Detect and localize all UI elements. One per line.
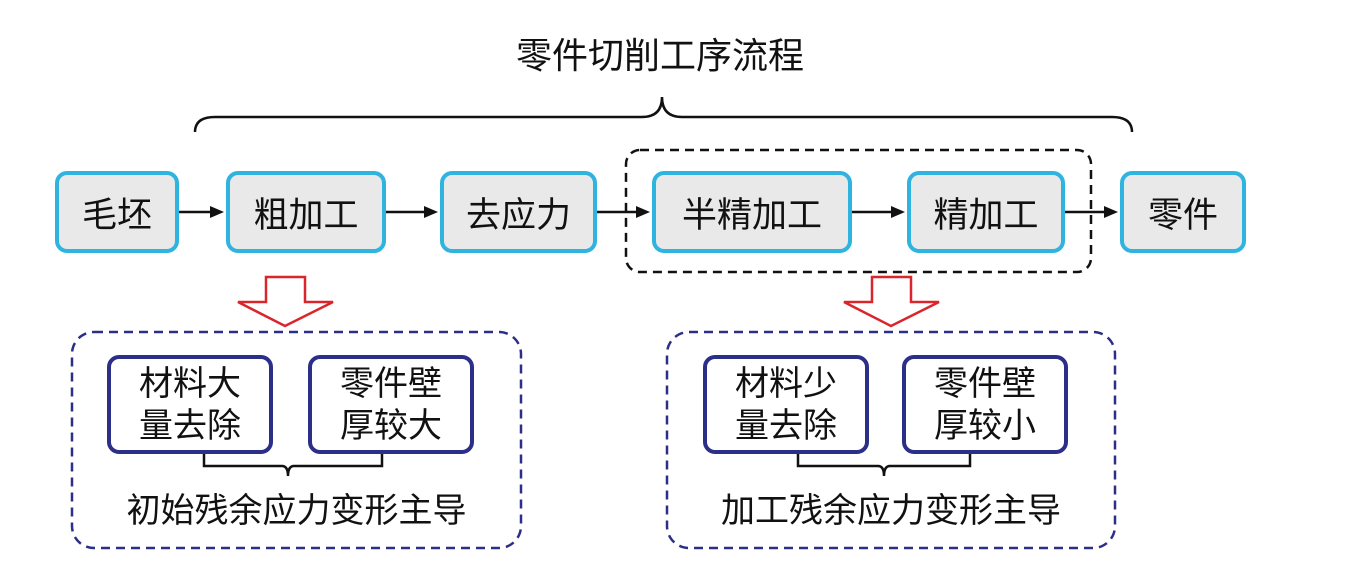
diagram-title: 零件切削工序流程 [515, 36, 804, 77]
cause-heavy-removal: 材料大 量去除 [107, 355, 273, 454]
step-finishing: 精加工 [907, 171, 1065, 253]
step-stress-relief-label: 去应力 [465, 195, 571, 236]
cause-thin-wall: 零件壁 厚较小 [902, 355, 1068, 454]
cause-light-removal-line1: 材料少 [735, 363, 837, 404]
cause-heavy-removal-line2: 量去除 [139, 405, 241, 446]
conclusion-machining: 加工残余应力变形主导 [721, 491, 1061, 531]
down-arrow-right-icon [843, 275, 940, 328]
step-finishing-label: 精加工 [933, 195, 1039, 236]
cause-thin-wall-line2: 厚较小 [934, 405, 1036, 446]
cause-thick-wall: 零件壁 厚较大 [308, 355, 474, 454]
cause-heavy-removal-line1: 材料大 [139, 363, 241, 404]
step-semi-finishing-label: 半精加工 [681, 195, 822, 236]
title-brace [193, 96, 1134, 133]
cause-light-removal-line2: 量去除 [735, 405, 837, 446]
brace-initial [202, 454, 384, 477]
conclusion-initial: 初始残余应力变形主导 [126, 491, 467, 531]
step-blank-label: 毛坯 [81, 195, 152, 236]
down-arrow-left-icon [237, 275, 334, 328]
step-rough-machining-label: 粗加工 [253, 195, 359, 236]
cause-light-removal: 材料少 量去除 [703, 355, 869, 454]
group-frame-machining [665, 330, 1117, 550]
step-part-label: 零件 [1147, 195, 1218, 236]
cause-thick-wall-line1: 零件壁 [340, 363, 442, 404]
step-blank: 毛坯 [55, 171, 179, 253]
brace-machining [796, 454, 972, 477]
step-semi-finishing: 半精加工 [652, 171, 852, 253]
flow-arrows [179, 206, 1118, 218]
step-rough-machining: 粗加工 [226, 171, 386, 253]
cause-thin-wall-line1: 零件壁 [934, 363, 1036, 404]
group-frame-initial [70, 330, 523, 550]
cause-thick-wall-line2: 厚较大 [340, 405, 442, 446]
step-part: 零件 [1120, 171, 1246, 253]
step-stress-relief: 去应力 [440, 171, 597, 253]
